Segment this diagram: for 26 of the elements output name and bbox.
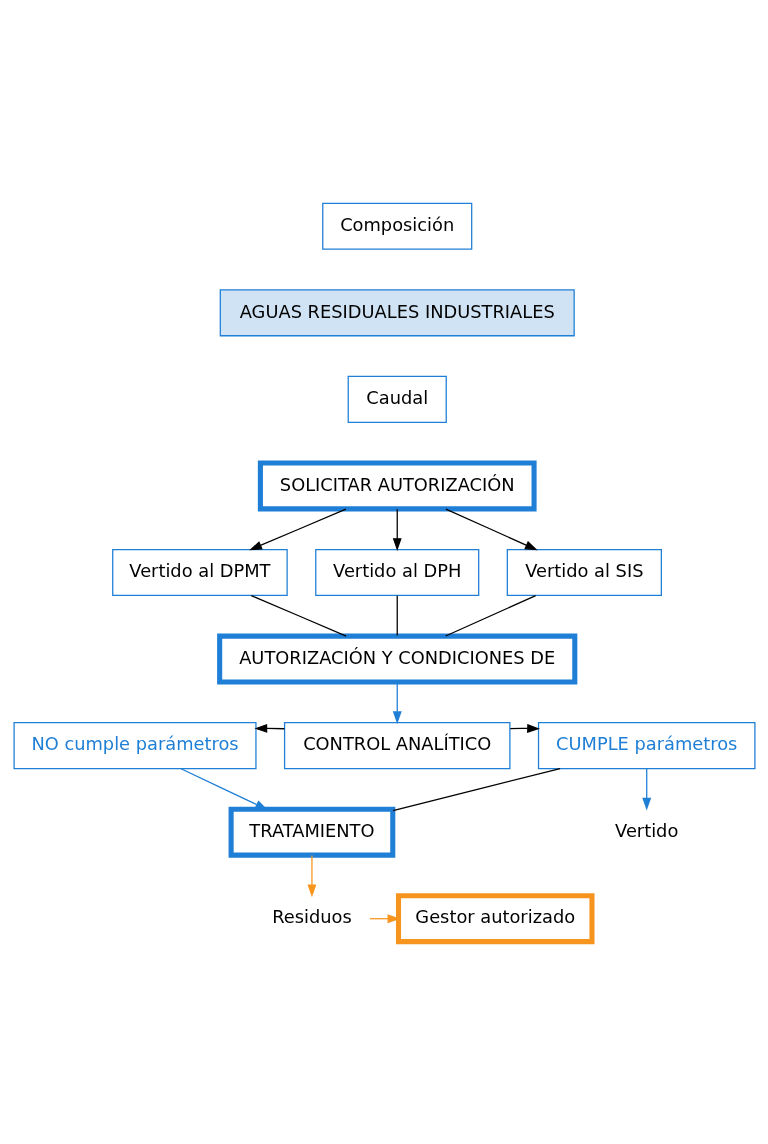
arrow — [392, 508, 402, 551]
connector — [396, 594, 398, 636]
node-box: NO cumple parámetros — [12, 721, 257, 769]
connector — [391, 767, 561, 811]
arrow — [248, 507, 347, 550]
node-text: Residuos — [271, 905, 352, 927]
node-box: Vertido al DPH — [314, 548, 479, 596]
node-box: CUMPLE parámetros — [537, 721, 756, 769]
node-box: Vertido al SIS — [506, 548, 662, 596]
connector — [444, 594, 536, 637]
node-box: Vertido al DPMT — [111, 548, 288, 596]
node-box: SOLICITAR AUTORIZACIÓN — [257, 460, 537, 511]
arrow — [444, 507, 538, 550]
arrow — [307, 854, 316, 897]
node-box: Composición — [321, 202, 472, 250]
node-box: TRATAMIENTO — [228, 806, 395, 858]
node-box: CONTROL ANALÍTICO — [283, 721, 510, 769]
arrow — [179, 767, 268, 810]
arrow — [392, 681, 402, 724]
node-box: Gestor autorizado — [395, 892, 595, 944]
node-box: AUTORIZACIÓN Y CONDICIONES DE — [216, 633, 577, 684]
connector — [250, 594, 347, 637]
node-text: Vertido — [614, 819, 678, 841]
arrow — [641, 767, 651, 811]
node-box: Caudal — [347, 375, 447, 423]
node-box: AGUAS RESIDUALES INDUSTRIALES — [219, 288, 575, 336]
